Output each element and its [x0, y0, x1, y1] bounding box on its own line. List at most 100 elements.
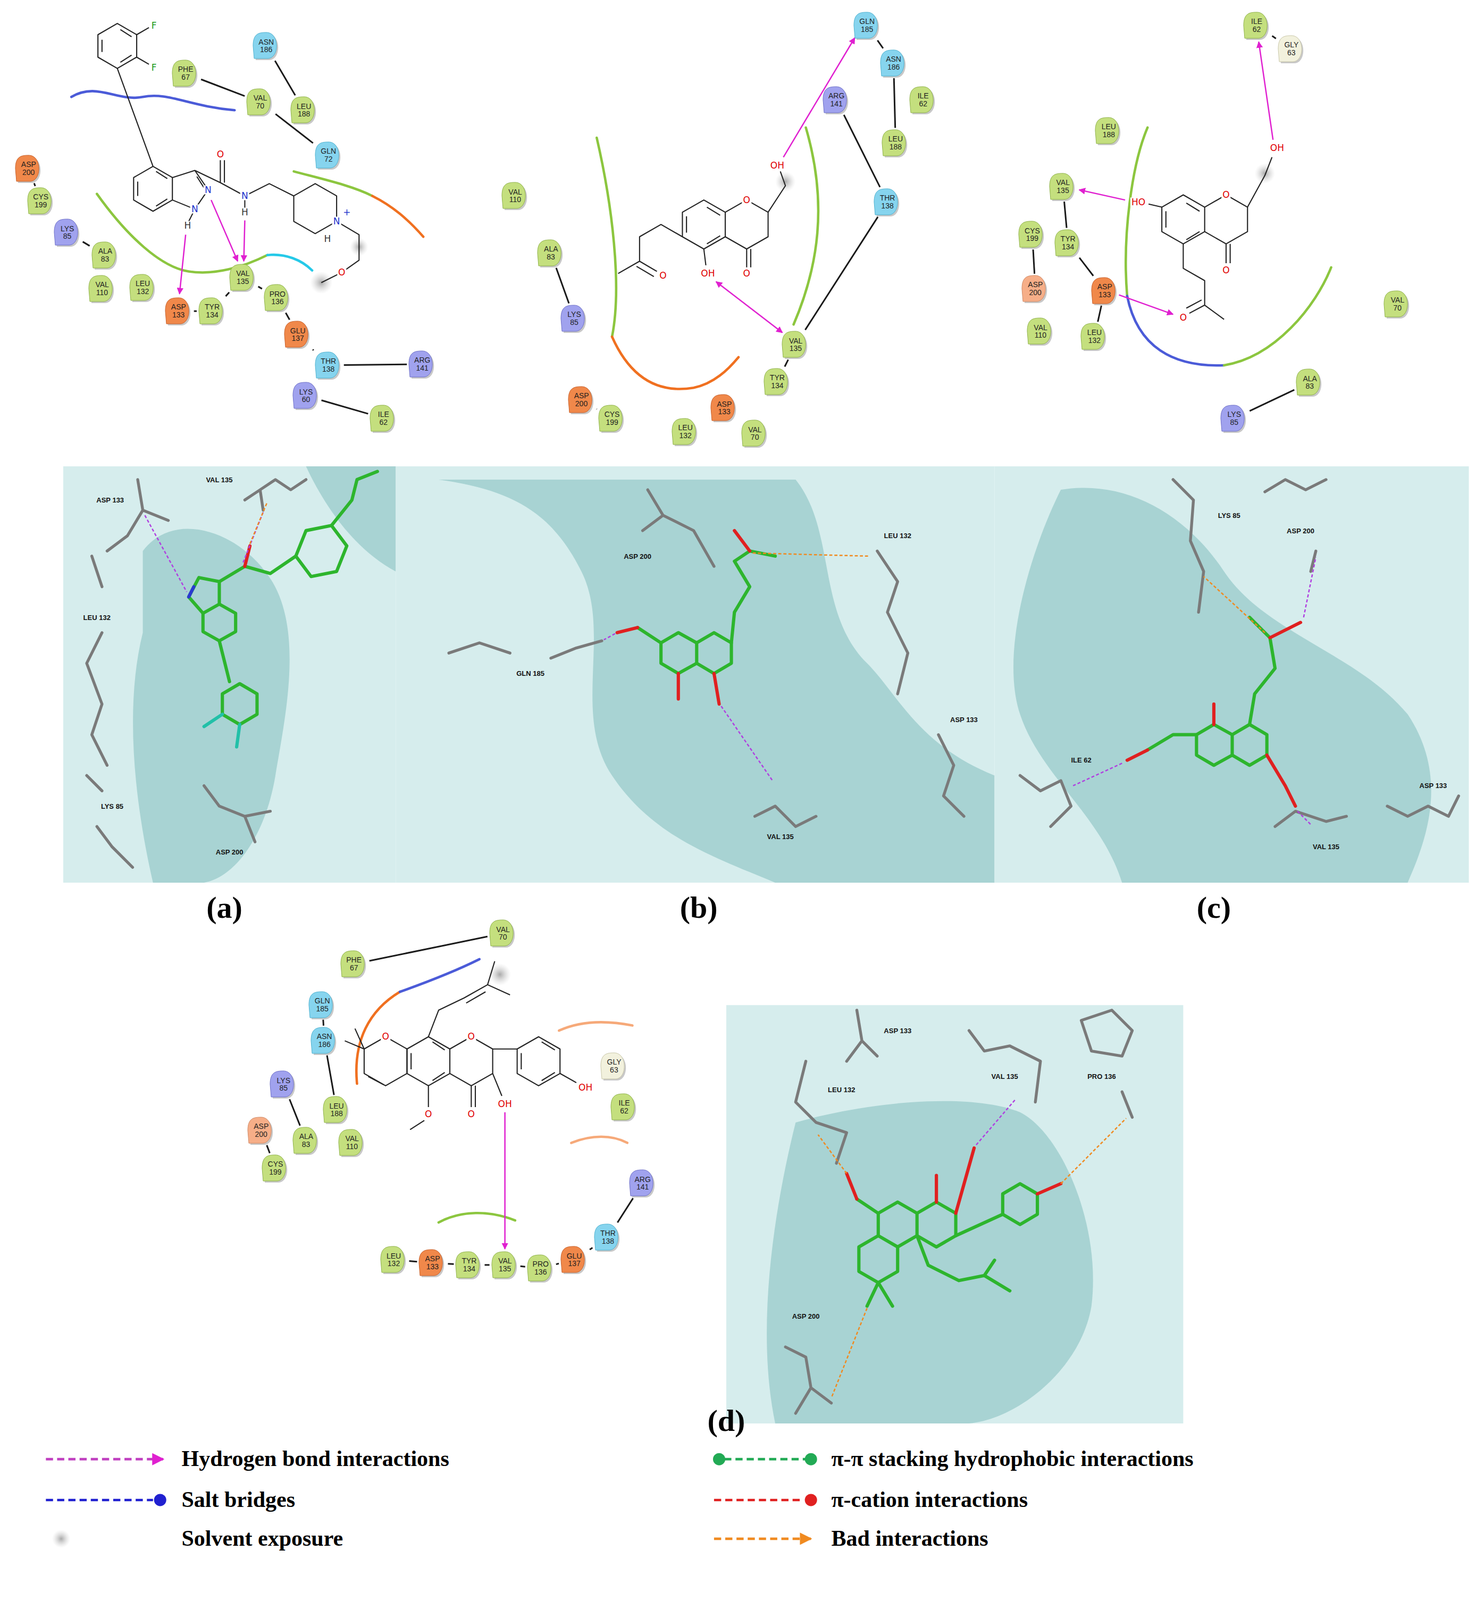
residue-name: LEU 132	[1087, 328, 1102, 345]
figure-part	[976, 1100, 1016, 1145]
residue-link	[225, 292, 230, 297]
residue-node: VAL 110	[337, 1128, 367, 1157]
residue-3d-label: ASP 200	[623, 552, 652, 560]
residue-name: VAL 110	[508, 188, 522, 204]
residue-node: LYS 85	[52, 217, 83, 247]
figure-part	[559, 1073, 577, 1083]
figure-part	[752, 552, 870, 557]
figure-part	[306, 466, 397, 572]
residue-node: VAL 135	[780, 330, 811, 359]
ligand-b-2d	[596, 37, 855, 389]
residue-name: ASP 133	[716, 400, 732, 416]
figure-part	[734, 530, 750, 551]
residue-node: ASN 186	[309, 1026, 340, 1055]
residue-node: LYS 85	[268, 1069, 299, 1099]
atom-label: OH	[699, 269, 716, 279]
residue-name: LYS 85	[60, 224, 74, 241]
figure-part	[755, 806, 817, 827]
figure-part	[364, 1036, 408, 1086]
figure-part	[611, 336, 739, 389]
figure-part	[344, 961, 576, 1130]
atom-label: OH	[497, 1099, 514, 1109]
residue-link	[289, 1099, 301, 1126]
figure-part	[63, 466, 396, 883]
figure-part	[372, 195, 424, 237]
figure-part	[438, 1212, 516, 1223]
residue-name: ASN 186	[885, 55, 902, 71]
atom-label: OH	[1269, 143, 1286, 153]
residue-name: VAL 110	[1033, 323, 1047, 340]
figure-part	[731, 550, 776, 643]
legend-text: π-π stacking hydrophobic interactions	[831, 1447, 1194, 1470]
residue-node: ASP 133	[709, 393, 740, 423]
panel-label: (b)	[680, 892, 718, 924]
residue-shield	[1080, 323, 1105, 350]
residue-link	[312, 349, 314, 351]
figure-part	[219, 556, 296, 582]
figure-part	[1297, 811, 1311, 825]
figure-part	[1013, 487, 1432, 883]
residue-shield	[129, 274, 154, 301]
residue-node: VAL 70	[245, 87, 275, 117]
figure-part	[172, 170, 208, 209]
atom-label: O	[215, 149, 225, 159]
residue-link	[344, 364, 408, 365]
figure-part	[86, 556, 107, 766]
residue-node: THR 138	[592, 1222, 623, 1252]
figure-part	[249, 501, 268, 544]
figure-part	[1258, 42, 1273, 140]
figure-part	[294, 171, 373, 196]
residue-name: ASP 200	[253, 1122, 269, 1138]
residue-link	[877, 40, 884, 49]
atom-label: O	[1221, 265, 1231, 275]
figure-part	[1119, 295, 1174, 315]
residue-name: VAL 110	[95, 280, 109, 297]
residue-name: PRO 136	[532, 1260, 549, 1276]
residue-shield	[27, 187, 52, 214]
figure-part	[1223, 267, 1331, 366]
residue-link	[1249, 389, 1295, 412]
residue-shield	[1027, 317, 1051, 345]
figure-part	[321, 221, 359, 283]
figure-part	[471, 1085, 476, 1107]
residue-node: ARG 141	[821, 85, 852, 115]
residue-shield	[1220, 405, 1245, 432]
residue-link	[447, 1262, 454, 1265]
residue-link	[893, 78, 895, 129]
residue-shield	[560, 305, 585, 332]
residue-3d-label: GLN 185	[516, 669, 545, 677]
residue-link	[1033, 249, 1035, 274]
figure-part	[1387, 795, 1459, 817]
figure-part	[492, 1048, 518, 1050]
atom-label: O	[658, 270, 668, 280]
residue-3d-label: LEU 132	[884, 532, 912, 540]
residue-shield	[54, 219, 78, 246]
figure-part	[768, 171, 786, 213]
atom-label: N	[203, 185, 213, 195]
residue-name: VAL 70	[496, 925, 510, 942]
residue-shield	[340, 950, 365, 977]
figure-part	[804, 1493, 818, 1506]
residue-shield	[741, 420, 766, 447]
residue-node: PHE 67	[170, 59, 201, 88]
residue-link	[556, 1263, 559, 1264]
residue-node: ASP 133	[163, 296, 194, 326]
residue-name: ARG 141	[634, 1175, 651, 1192]
residue-node: LEU 132	[1079, 322, 1110, 351]
figure-part	[132, 528, 290, 883]
figure-part	[409, 1085, 429, 1130]
residue-node: GLY 63	[599, 1051, 630, 1081]
residue-shield	[1296, 369, 1320, 396]
residue-name: GLU 137	[566, 1252, 583, 1268]
panel-label: (c)	[1196, 892, 1231, 924]
residue-link	[200, 79, 245, 96]
figure-part	[45, 1498, 153, 1502]
residue-name: LYS 85	[277, 1076, 291, 1093]
residue-name: TYR 134	[1060, 235, 1076, 251]
residue-shield	[15, 155, 39, 182]
residue-node: TYR 134	[762, 367, 793, 397]
residue-name: ILE 62	[618, 1099, 631, 1115]
residue-shield	[1278, 35, 1302, 62]
